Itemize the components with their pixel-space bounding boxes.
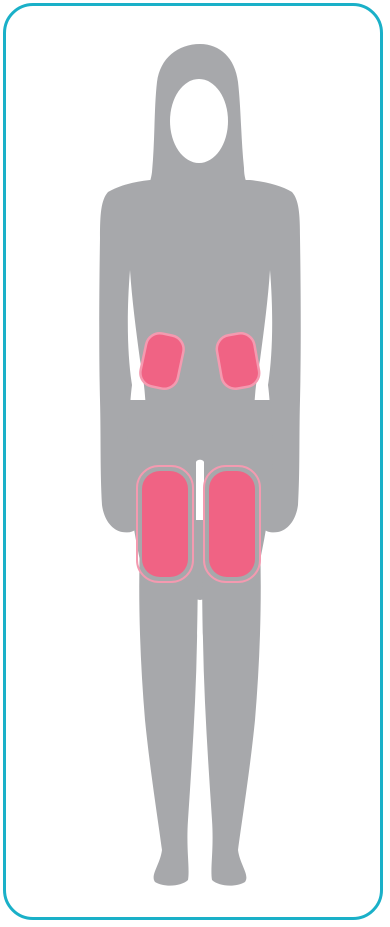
- face-opening: [170, 79, 228, 163]
- left-thigh-region: [142, 471, 188, 577]
- right-thigh-region: [209, 471, 255, 577]
- thigh-gap: [196, 460, 204, 520]
